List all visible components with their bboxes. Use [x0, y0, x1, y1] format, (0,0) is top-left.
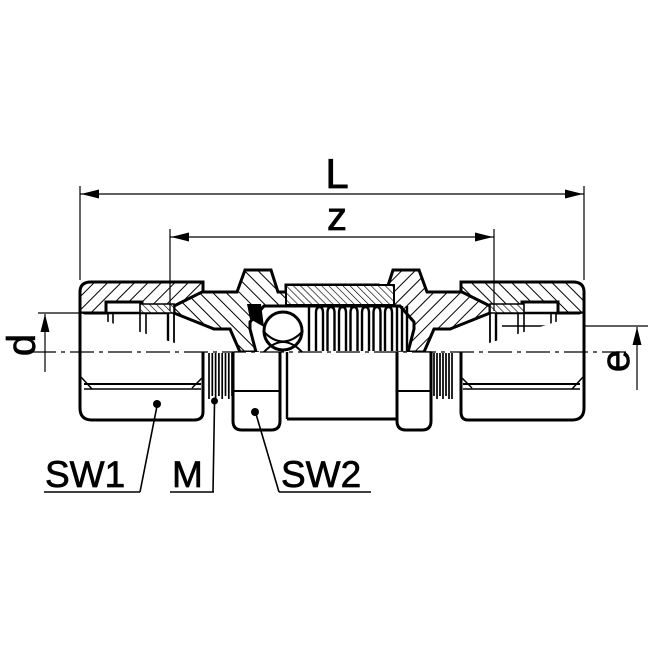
seat-seal [247, 304, 264, 327]
body-hex-right [395, 352, 433, 432]
leader-line [212, 403, 216, 493]
exterior-bottom-half [78, 313, 586, 432]
arrowhead-up [40, 314, 50, 332]
arrowhead-left [81, 189, 99, 199]
dimension-L: L [79, 150, 585, 280]
arrowhead-right [565, 189, 583, 199]
right-thread [433, 353, 453, 399]
dimension-label-L: L [325, 150, 348, 197]
right-nut-exterior [459, 313, 586, 422]
leader-line [255, 413, 280, 493]
callout-M: M [170, 397, 218, 495]
dimension-e: e [584, 325, 648, 390]
dimension-label-d: d [0, 334, 44, 356]
left-thread [208, 353, 233, 399]
reference-dot [211, 397, 218, 405]
callout-SW2: SW2 [251, 408, 371, 495]
body-hex-left [231, 352, 289, 432]
callout-label-SW2: SW2 [281, 454, 361, 495]
callout-label-SW1: SW1 [45, 454, 125, 495]
callout-SW1: SW1 [44, 400, 161, 495]
left-nut-exterior [78, 313, 205, 422]
callout-label-M: M [172, 454, 203, 495]
dimension-label-z: z [327, 195, 347, 239]
dimension-z: z [169, 195, 495, 311]
arrowhead-right [475, 232, 493, 242]
dimension-d: d [0, 312, 82, 372]
arrowhead-left [171, 232, 189, 242]
dimension-label-e: e [594, 350, 638, 372]
arrowhead-up [632, 327, 642, 345]
reference-dot [251, 408, 259, 416]
spring [307, 305, 409, 351]
spring-cage [285, 284, 395, 306]
leader-line [139, 405, 158, 493]
reference-dot [153, 400, 161, 408]
check-ball [262, 310, 304, 353]
